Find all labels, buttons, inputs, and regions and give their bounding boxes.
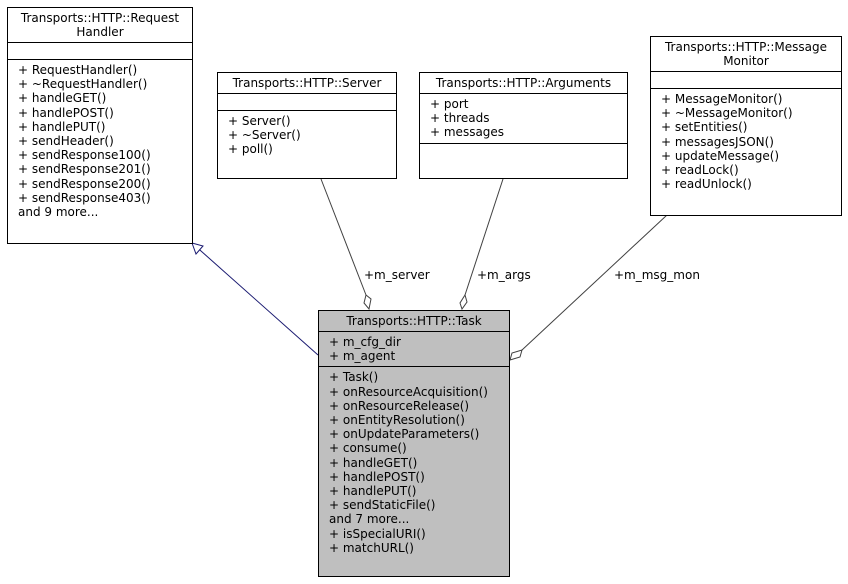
class-member: + consume() <box>329 441 407 456</box>
methods-section: + Server()+ ~Server()+ poll() <box>218 111 396 160</box>
class-member: and 9 more... <box>18 205 99 220</box>
class-member: + isSpecialURI() <box>329 526 426 541</box>
class-member: + updateMessage() <box>661 148 780 163</box>
class-member: + MessageMonitor() <box>661 92 783 106</box>
class-member: + Server() <box>228 114 291 128</box>
edge-label-m-server: +m_server <box>364 268 430 282</box>
class-member: + handlePOST() <box>329 469 425 484</box>
class-member: + messages <box>430 125 505 140</box>
class-member: + onEntityResolution() <box>329 413 465 428</box>
class-member: + handlePUT() <box>18 119 106 134</box>
class-member: + onResourceAcquisition() <box>329 384 488 399</box>
class-title: Transports::HTTP::Message Monitor <box>651 37 841 72</box>
args-composition-edge <box>464 178 504 296</box>
class-server[interactable]: Transports::HTTP::Server + Server()+ ~Se… <box>217 72 397 179</box>
class-title: Transports::HTTP::Task <box>319 311 509 332</box>
class-member: + onUpdateParameters() <box>329 427 480 442</box>
methods-section: + Task()+ onResourceAcquisition()+ onRes… <box>319 367 509 558</box>
class-member: + readUnlock() <box>661 177 752 192</box>
methods-section <box>420 144 627 160</box>
class-member: + m_agent <box>329 349 396 364</box>
attributes-section <box>218 94 396 111</box>
msgmon-composition-edge <box>521 214 668 351</box>
class-member: + sendStaticFile() <box>329 498 436 513</box>
class-member: and 7 more... <box>329 512 410 527</box>
inheritance-edge <box>191 242 319 356</box>
edge-label-m-args: +m_args <box>477 268 531 282</box>
server-composition-edge <box>320 178 367 296</box>
class-task[interactable]: Transports::HTTP::Task + m_cfg_dir+ m_ag… <box>318 310 510 577</box>
class-member: + readLock() <box>661 163 739 178</box>
class-member: + setEntities() <box>661 120 748 135</box>
methods-section: + MessageMonitor()+ ~MessageMonitor()+ s… <box>651 89 841 194</box>
msgmon-composition-diamond <box>509 349 523 361</box>
class-request-handler[interactable]: Transports::HTTP::Request Handler + Requ… <box>7 7 193 244</box>
class-title: Transports::HTTP::Request Handler <box>8 8 192 43</box>
class-member: + handlePOST() <box>18 105 114 120</box>
class-member: + handleGET() <box>329 455 418 470</box>
class-message-monitor[interactable]: Transports::HTTP::Message Monitor + Mess… <box>650 36 842 216</box>
class-member: + Task() <box>329 370 379 385</box>
server-composition-diamond <box>363 294 372 311</box>
class-member: + sendHeader() <box>18 134 114 149</box>
class-arguments[interactable]: Transports::HTTP::Arguments + port+ thre… <box>419 72 628 179</box>
attributes-section <box>651 72 841 89</box>
class-member: + threads <box>430 111 490 126</box>
class-member: + handleGET() <box>18 91 107 106</box>
class-member: + sendResponse201() <box>18 162 151 177</box>
attributes-section <box>8 43 192 60</box>
class-member: + poll() <box>228 142 273 157</box>
class-member: + ~RequestHandler() <box>18 77 148 92</box>
class-member: + port <box>430 97 469 111</box>
class-member: + matchURL() <box>329 540 414 555</box>
edge-label-m-msg-mon: +m_msg_mon <box>614 268 700 282</box>
class-member: + onResourceRelease() <box>329 398 470 413</box>
methods-section: + RequestHandler()+ ~RequestHandler()+ h… <box>8 60 192 222</box>
class-title: Transports::HTTP::Arguments <box>420 73 627 94</box>
class-member: + sendResponse200() <box>18 176 151 191</box>
attributes-section: + m_cfg_dir+ m_agent <box>319 332 509 368</box>
class-member: + handlePUT() <box>329 484 417 499</box>
class-member: + ~Server() <box>228 128 301 143</box>
attributes-section: + port+ threads+ messages <box>420 94 627 144</box>
class-member: + ~MessageMonitor() <box>661 106 793 121</box>
args-composition-diamond <box>459 293 468 311</box>
class-member: + RequestHandler() <box>18 63 138 77</box>
class-member: + sendResponse403() <box>18 190 151 205</box>
class-member: + sendResponse100() <box>18 148 151 163</box>
class-member: + m_cfg_dir <box>329 335 401 349</box>
inheritance-arrowhead <box>191 242 204 255</box>
class-title: Transports::HTTP::Server <box>218 73 396 94</box>
class-member: + messagesJSON() <box>661 134 774 149</box>
